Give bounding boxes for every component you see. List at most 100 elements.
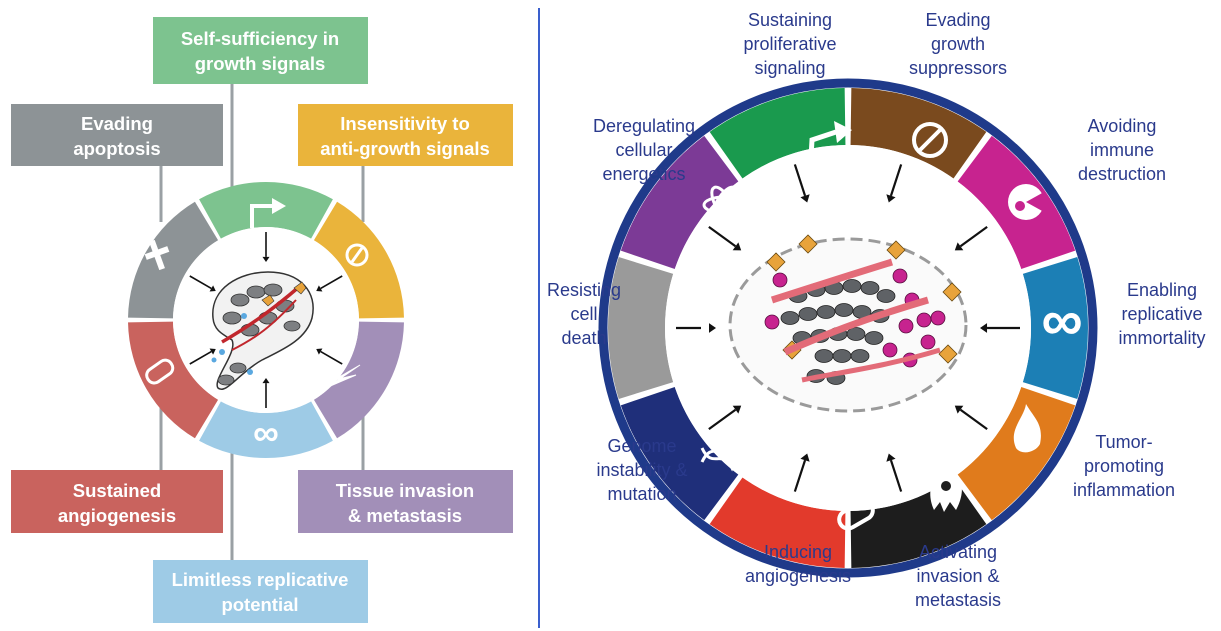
label-energetics: Deregulating cellular energetics: [593, 116, 695, 184]
immune-cell: [916, 312, 932, 328]
immune-line3: destruction: [1078, 164, 1166, 184]
genome-line3: mutation: [607, 484, 676, 504]
inward-arrow-3-head: [262, 378, 270, 384]
fibroblast-cell: [938, 344, 958, 364]
immune-cell: [892, 268, 908, 284]
tissue-invasion-line2: & metastasis: [348, 505, 462, 526]
dna-helix-icon: [700, 417, 764, 472]
invasive-cell-icon: [930, 470, 962, 512]
tumor-cell: [834, 303, 854, 317]
tumor-cell: [832, 349, 852, 363]
apoptosis-line2: apoptosis: [73, 138, 160, 159]
tumor-cell: [860, 281, 880, 295]
inward-arrows: [189, 232, 343, 408]
fibroblast-cell: [798, 234, 818, 254]
tumor-cell: [816, 305, 836, 319]
suppressors-line3: suppressors: [909, 58, 1007, 78]
energetics-line1: Deregulating: [593, 116, 695, 136]
inward-arrow-1-head: [316, 285, 323, 292]
proliferative-line2: proliferative: [743, 34, 836, 54]
inflammation-line2: promoting: [1084, 456, 1164, 476]
vessel-tube-icon: [837, 499, 875, 531]
inward-arrow-5: [889, 459, 903, 492]
tumor-cell: [814, 349, 834, 363]
segment-angiogenesis: [709, 477, 846, 568]
label-angiogenesis: Inducing angiogenesis: [745, 542, 851, 586]
immune-cell: [882, 342, 898, 358]
genome-line2: instability &: [596, 460, 687, 480]
inward-arrow-4-head: [209, 348, 216, 355]
cross-icon: [144, 239, 170, 271]
label-proliferative: Sustaining proliferative signaling: [743, 10, 836, 78]
invasion-line2: invasion &: [916, 566, 999, 586]
segment-angiogenesis: [128, 321, 219, 439]
tumor-cell: [846, 327, 866, 341]
segment-invasion: [313, 321, 404, 439]
inward-arrow-9-head: [732, 242, 742, 251]
insensitivity-line2: anti-growth signals: [320, 138, 490, 159]
energetics-line3: energetics: [602, 164, 685, 184]
inward-arrow-7: [708, 408, 737, 430]
energetics-line2: cellular: [615, 140, 672, 160]
self-sufficiency-line1: Self-sufficiency in: [181, 28, 339, 49]
panel-divider: [538, 8, 540, 628]
label-inflammation: Tumor- promoting inflammation: [1073, 432, 1175, 500]
immune-cell: [920, 334, 936, 350]
label-limitless: Limitless replicative potential: [153, 560, 368, 623]
immune-cell: [930, 310, 946, 326]
label-angiogenesis: Sustained angiogenesis: [11, 470, 223, 533]
inward-arrow-6: [793, 459, 807, 492]
flame-icon: [1013, 404, 1041, 453]
cross-icon: [688, 296, 722, 348]
invasion-line3: metastasis: [915, 590, 1001, 610]
immortality-line3: immortality: [1118, 328, 1205, 348]
segment-cell-death: [608, 257, 674, 399]
proliferative-line3: signaling: [754, 58, 825, 78]
label-tissue-invasion: Tissue invasion & metastasis: [298, 470, 513, 533]
label-immune: Avoiding immune destruction: [1078, 116, 1166, 184]
label-genome: Genome instability & mutation: [596, 436, 687, 504]
svg-text:∞: ∞: [253, 412, 279, 453]
segment-genome: [620, 386, 739, 521]
inward-arrow-5-head: [209, 285, 216, 292]
cell-death-line3: death: [561, 328, 606, 348]
angiogenesis-line2: angiogenesis: [745, 566, 851, 586]
segment-replicative: [199, 401, 333, 458]
label-self-sufficiency: Self-sufficiency in growth signals: [153, 17, 368, 84]
inward-arrow-1: [320, 275, 343, 290]
tumor-cell: [876, 289, 896, 303]
no-entry-icon: [345, 243, 369, 267]
segment-anti-growth: [313, 201, 404, 319]
inward-arrow-4: [959, 408, 988, 430]
vessel-tube-icon: [145, 358, 175, 385]
atom-icon: [702, 185, 746, 225]
angiogenesis-line1: Sustained: [73, 480, 161, 501]
inward-arrow-2: [320, 350, 343, 365]
inward-arrow-7-head: [732, 405, 742, 414]
segment-suppressors: [850, 88, 987, 179]
suppressors-line1: Evading: [925, 10, 990, 30]
label-cell-death: Resisting cell death: [547, 280, 621, 348]
cell-death-line2: cell: [570, 304, 597, 324]
inward-arrow-3-head: [980, 323, 988, 333]
inward-arrow-8-head: [708, 323, 716, 333]
tumor-cell: [842, 279, 862, 293]
apoptosis-line1: Evading: [81, 113, 153, 134]
label-suppressors: Evading growth suppressors: [909, 10, 1007, 78]
inward-arrow-0: [793, 164, 807, 197]
connector-lines: [159, 84, 365, 560]
original-hallmarks-panel: ∞ Self-sufficiency in growth signals Ins…: [11, 17, 513, 623]
angiogenesis-line2: angiogenesis: [58, 505, 176, 526]
inward-arrow-2: [959, 226, 988, 248]
limitless-line2: potential: [221, 594, 298, 615]
insensitivity-line1: Insensitivity to: [340, 113, 470, 134]
label-insensitivity: Insensitivity to anti-growth signals: [298, 104, 513, 166]
tumor-cell: [798, 307, 818, 321]
limitless-line1: Limitless replicative: [172, 569, 349, 590]
invasion-spikes-icon: [324, 362, 361, 388]
infinity-icon: ∞: [1041, 288, 1082, 353]
tumor-microenvironment-illustration: [728, 234, 968, 413]
next-generation-hallmarks-panel: ∞ Sustaining proliferative: [547, 10, 1206, 610]
segment-apoptosis: [128, 201, 219, 319]
inward-arrow-2-head: [954, 242, 964, 251]
